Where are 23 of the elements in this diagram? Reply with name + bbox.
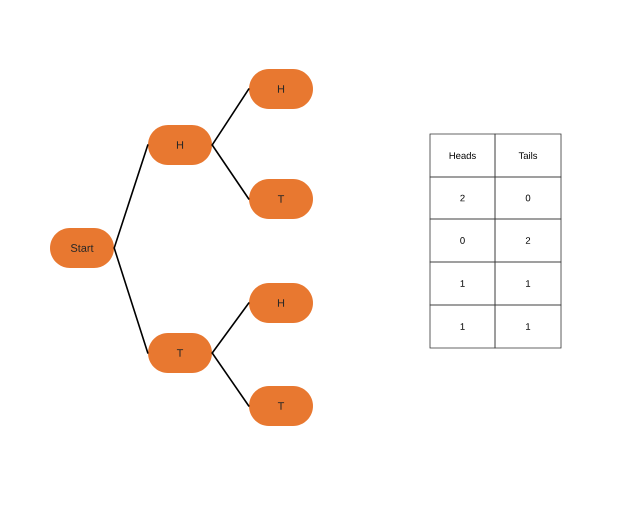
table-cell: 2 bbox=[430, 176, 496, 220]
rounded-box: H bbox=[148, 125, 212, 165]
rounded-box: H bbox=[249, 69, 313, 109]
connector-line bbox=[211, 144, 250, 200]
table-cell: 1 bbox=[494, 304, 562, 348]
connector-line bbox=[113, 144, 149, 249]
table-cell: 1 bbox=[494, 262, 562, 306]
table-cell: 1 bbox=[430, 262, 496, 306]
connector-line bbox=[211, 302, 250, 354]
table-cell: 2 bbox=[494, 218, 562, 262]
rounded-box: T bbox=[249, 386, 313, 426]
table-cell: 0 bbox=[494, 176, 562, 220]
table-cell: 0 bbox=[430, 218, 496, 262]
rounded-box: T bbox=[148, 333, 212, 373]
table-cell: 1 bbox=[430, 304, 496, 348]
rounded-box: Start bbox=[50, 228, 114, 268]
connector-line bbox=[113, 247, 149, 354]
rounded-box: T bbox=[249, 179, 313, 219]
connector-line bbox=[211, 352, 250, 407]
table-cell: Tails bbox=[494, 134, 562, 178]
table-cell: Heads bbox=[430, 134, 496, 178]
connector-line bbox=[211, 88, 250, 146]
rounded-box: H bbox=[249, 283, 313, 323]
